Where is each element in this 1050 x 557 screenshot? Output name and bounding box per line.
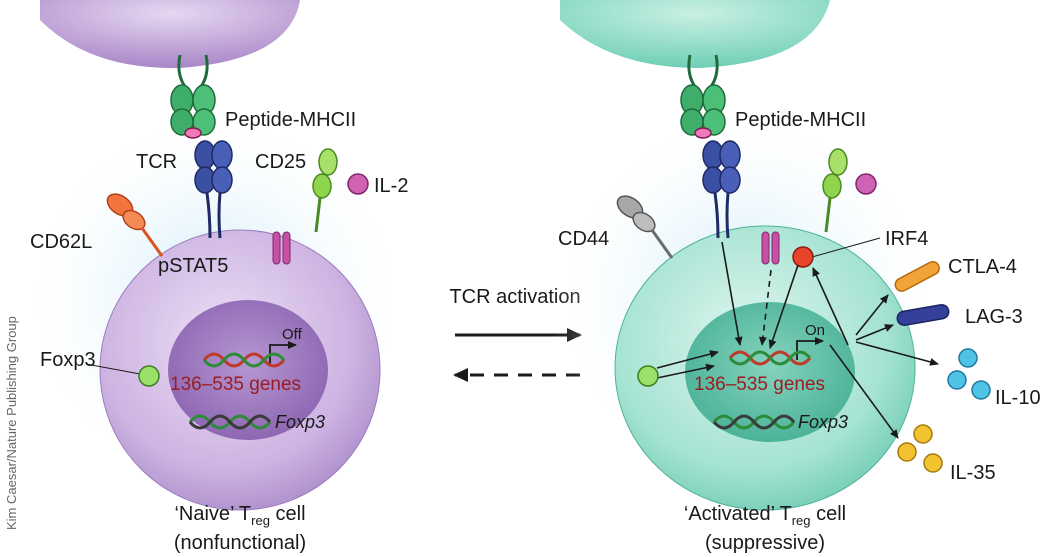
naive-caption-line2: (nonfunctional) [174, 532, 306, 554]
il10-icon [947, 348, 991, 400]
foxp3-protein-leader [85, 363, 141, 375]
cd25-right-icon [822, 148, 848, 233]
dna-target-genes-right-icon [728, 350, 812, 366]
naive-caption: ‘Naive’ Treg cell [174, 503, 305, 528]
to-ctla4-arrow [855, 294, 889, 336]
genes-left-label: 136–535 genes [170, 374, 301, 395]
genes-right-label: 136–535 genes [694, 374, 825, 395]
to-lag3-arrow [855, 324, 894, 341]
il2-icon [347, 173, 369, 195]
ctla4-label: CTLA-4 [948, 256, 1017, 278]
irf4-label: IRF4 [885, 228, 928, 250]
lag3-label: LAG-3 [965, 306, 1023, 328]
il2-label: IL-2 [374, 175, 408, 197]
foxp3-to-genes-arrow [656, 350, 719, 369]
foxp3-protein-label: Foxp3 [40, 349, 96, 371]
tcr-left-icon [194, 140, 233, 239]
dna-target-genes-left-icon [202, 352, 286, 368]
activated-caption: ‘Activated’ Treg cell [684, 503, 846, 528]
dna-foxp3-left-icon [188, 414, 272, 430]
antigen-presenting-cell-left [40, 0, 300, 69]
gene-on-label: On [805, 322, 825, 339]
tcr-label: TCR [136, 151, 177, 173]
pstat5-right-icon [761, 231, 780, 265]
il35-icon [897, 424, 943, 473]
dna-foxp3-right-icon [712, 414, 796, 430]
cd25-icon [312, 148, 338, 233]
foxp3-gene-right-label: Foxp3 [798, 412, 848, 432]
to-il10-arrow [855, 341, 939, 366]
foxp3-protein-right-icon [637, 365, 659, 387]
peptide-mhc-right-icon [680, 54, 726, 139]
activated-treg-panel: Peptide-MHCII CD44 [545, 0, 1041, 554]
to-irf4-arrow [812, 267, 849, 346]
antigen-presenting-cell-right [560, 0, 830, 68]
foxp3-to-genes-arrow-2 [656, 363, 715, 379]
cd25-label: CD25 [255, 151, 306, 173]
pstat5-left-icon [272, 231, 291, 265]
foxp3-protein-left-icon [138, 365, 160, 387]
pstat5-label: pSTAT5 [158, 255, 228, 277]
il10-label: IL-10 [995, 387, 1041, 409]
activated-nucleus [685, 302, 855, 442]
pstat5-signal-arrow [758, 269, 772, 346]
ctla4-icon [894, 260, 940, 292]
cd44-icon [616, 195, 674, 259]
cd62l-icon [106, 193, 164, 257]
naive-nucleus [168, 300, 328, 440]
irf4-signal-arrow [768, 264, 799, 349]
peptide-mhc-right-label: Peptide-MHCII [735, 109, 866, 131]
cd44-label: CD44 [558, 228, 609, 250]
tcr-signal-arrow [721, 241, 743, 346]
tcr-right-icon [702, 140, 741, 239]
activated-caption-line2: (suppressive) [705, 532, 825, 554]
naive-treg-panel: Peptide-MHCII TCR CD25 IL-2 CD62L [15, 0, 415, 554]
peptide-mhc-left-label: Peptide-MHCII [225, 109, 356, 131]
gene-off-label: Off [282, 326, 303, 343]
irf4-leader [811, 237, 881, 258]
to-il35-arrow [829, 344, 899, 439]
credit-text: Kim Caesar/Nature Publishing Group [4, 316, 19, 530]
gene-off-arrow [269, 341, 297, 364]
il2-right-icon [855, 173, 877, 195]
peptide-mhc-left-icon [170, 54, 216, 139]
il35-label: IL-35 [950, 462, 996, 484]
lag3-icon [896, 303, 950, 327]
irf4-icon [792, 246, 814, 268]
cd62l-label: CD62L [30, 231, 92, 253]
foxp3-gene-left-label: Foxp3 [275, 412, 325, 432]
